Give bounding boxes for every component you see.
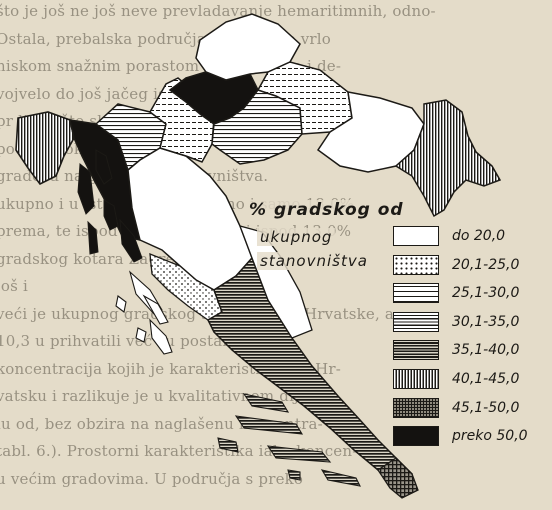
legend-swatch-dense-horizontal (393, 340, 439, 361)
region-lika (127, 147, 253, 291)
islands (77, 149, 143, 263)
island-lastovo (287, 469, 301, 481)
legend-swatch-horizontal (393, 311, 439, 332)
region-osijek (394, 99, 502, 218)
legend-swatch-white (393, 226, 439, 246)
island-losinj (87, 220, 99, 255)
islands-dense (217, 393, 361, 487)
map-legend: % gradskog od ukupnog stanovništva do 20… (245, 200, 550, 470)
island-kornati (149, 318, 173, 355)
legend-label: do 20,0 (449, 226, 509, 246)
island-small-1 (115, 295, 127, 313)
island-brac (242, 393, 290, 413)
legend-swatch-dots (393, 254, 439, 275)
legend-label: 20,1-25,0 (449, 254, 523, 275)
legend-swatch-thin-horizontal (393, 283, 439, 304)
legend-item: 35,1-40,0 (393, 340, 552, 362)
legend-subtitle-1: ukupnog (257, 228, 336, 246)
background-text-line: 10,3 u prihvatili već su postale nji- (0, 332, 267, 350)
background-text-line: još i (0, 277, 28, 295)
legend-item: 45,1-50,0 (393, 397, 552, 420)
background-text-line: vatsku i razlikuje je u kvalitativnom di… (0, 387, 314, 405)
legend-item: 40,1-45,0 (393, 369, 552, 391)
legend-title: % gradskog od (245, 200, 408, 220)
legend-item: 20,1-25,0 (393, 254, 552, 277)
legend-item: 30,1-35,0 (393, 311, 552, 334)
legend-swatch-black (393, 426, 439, 447)
legend-label: 35,1-40,0 (449, 340, 523, 361)
legend-subtitle-2: stanovništva (257, 252, 371, 270)
legend-swatch-cross-hatch (393, 397, 439, 418)
legend-item: 25,1-30,0 (393, 283, 552, 305)
legend-label: preko 50,0 (449, 426, 531, 447)
island-hvar (234, 415, 304, 435)
legend-label: 25,1-30,0 (449, 283, 523, 304)
island-ugljan (142, 294, 169, 325)
island-krk (95, 149, 113, 185)
region-istria (15, 111, 75, 186)
island-rab (103, 199, 119, 231)
legend-swatch-vertical (393, 369, 439, 389)
island-pag (119, 218, 143, 263)
legend-label: 45,1-50,0 (449, 397, 523, 418)
island-small-2 (135, 327, 147, 343)
legend-label: 30,1-35,0 (449, 311, 523, 332)
legend-label: 40,1-45,0 (449, 369, 523, 389)
region-dubrovnik (377, 457, 419, 499)
island-korcula (266, 445, 332, 463)
island-cres (77, 163, 95, 215)
background-text-line: što je još ne još neve prevladavanje hem… (0, 2, 436, 20)
island-vis (217, 437, 239, 453)
island-mljet (320, 469, 361, 487)
background-text-line: u većim gradovima. U područja s preko (0, 469, 304, 488)
legend-item: do 20,0 (393, 226, 552, 248)
region-slavonia-west (316, 91, 425, 173)
legend-item: preko 50,0 (393, 426, 552, 448)
islands-white (115, 270, 173, 355)
